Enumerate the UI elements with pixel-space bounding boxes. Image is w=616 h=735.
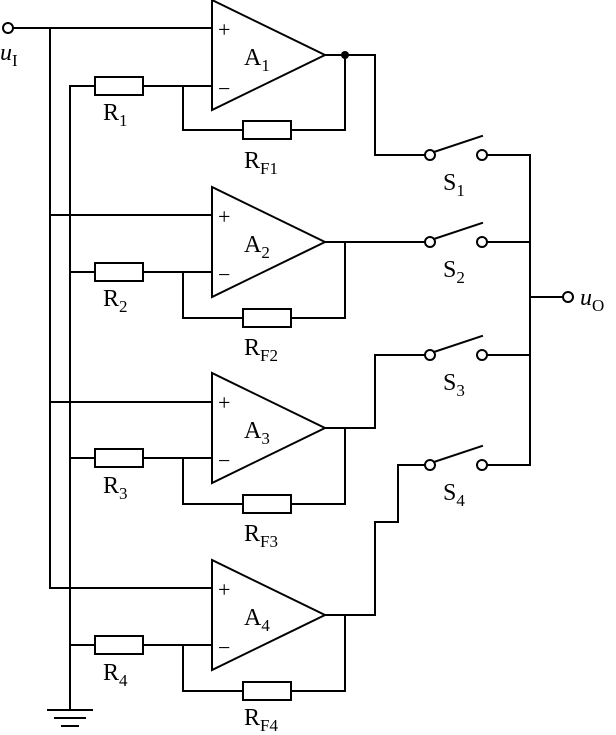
resistor-rf2 [242,308,292,328]
opamp-a3-label: A3 [244,418,270,448]
switch-s2 [424,221,531,248]
input-terminal [2,22,14,34]
output-bus [529,154,574,466]
opamp-a2-label: A2 [244,232,270,262]
output-terminal [562,291,574,303]
resistor-r1 [94,76,144,96]
resistor-r2 [94,262,144,282]
stage-3 [94,354,426,514]
stage-2 [94,185,426,328]
switch-s3-label: S3 [443,370,465,400]
svg-text:−: − [218,448,230,473]
input-bus [2,22,213,589]
svg-text:+: + [218,204,230,229]
resistor-r1-label: R1 [103,100,128,130]
stage-1 [94,0,426,156]
switch-s4-label: S4 [443,480,465,510]
switch-s1-label: S1 [443,170,465,200]
output-label: uO [580,285,604,315]
input-label: uI [0,40,18,70]
resistor-r4-label: R4 [103,660,128,690]
opamp-a2 [211,185,328,299]
switch-s1 [424,134,531,161]
switch-s2-label: S2 [443,257,465,287]
switch-s4 [424,444,531,471]
stage-4 [94,464,426,701]
resistor-r2-label: R2 [103,286,128,316]
resistor-r3-label: R3 [103,473,128,503]
opamp-signs: + − + − + − + − [218,17,230,660]
resistor-rf4 [242,681,292,701]
svg-text:+: + [218,390,230,415]
opamp-a1 [211,0,328,112]
resistor-rf1 [242,120,292,140]
opamp-a4 [211,558,328,672]
switch-s3 [424,334,531,361]
opamp-a3 [211,371,328,485]
resistor-rf2-label: RF2 [244,335,278,365]
resistor-rf4-label: RF4 [244,705,278,735]
svg-text:−: − [218,76,230,101]
svg-text:+: + [218,17,230,42]
opamp-a4-label: A4 [244,605,270,635]
ground-bus [69,85,96,711]
ground-symbol [47,709,93,727]
resistor-rf3 [242,494,292,514]
svg-text:−: − [218,262,230,287]
junction-dot [341,51,349,59]
resistor-rf1-label: RF1 [244,148,278,178]
svg-text:−: − [218,635,230,660]
resistor-r3 [94,448,144,468]
resistor-rf3-label: RF3 [244,521,278,551]
svg-text:+: + [218,577,230,602]
opamp-a1-label: A1 [244,45,270,75]
resistor-r4 [94,635,144,655]
